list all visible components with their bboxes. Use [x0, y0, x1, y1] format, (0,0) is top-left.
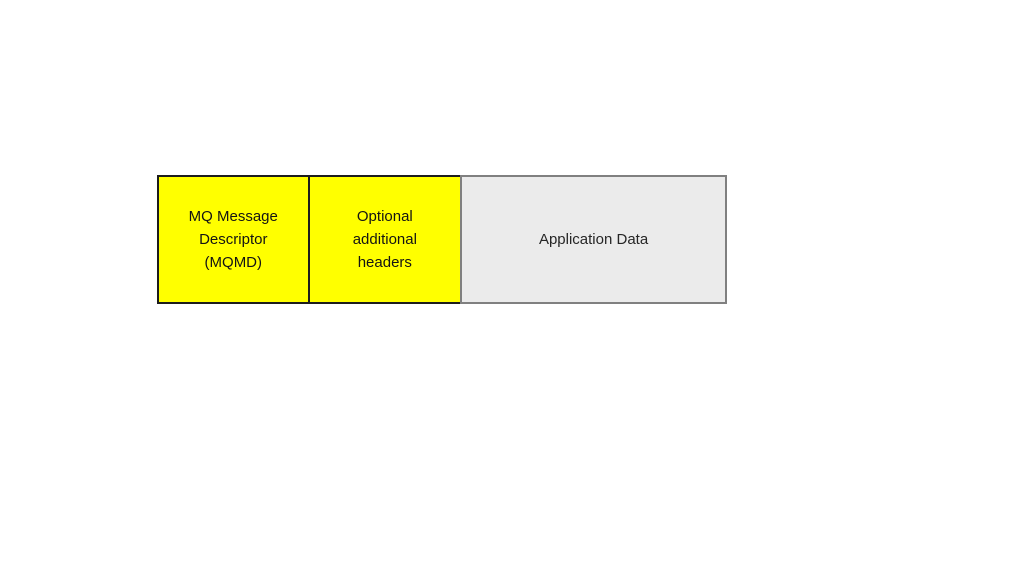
box-mq-message-descriptor: MQ Message Descriptor (MQMD): [157, 175, 310, 304]
box-mq-message-descriptor-label: MQ Message Descriptor (MQMD): [188, 208, 278, 271]
box-optional-additional-headers: Optional additional headers: [307, 175, 463, 304]
box-application-data: Application Data: [460, 175, 728, 304]
box-optional-additional-headers-label: Optional additional headers: [352, 208, 417, 271]
message-structure-row: MQ Message Descriptor (MQMD) Optional ad…: [157, 175, 728, 304]
box-application-data-label: Application Data: [538, 231, 649, 248]
